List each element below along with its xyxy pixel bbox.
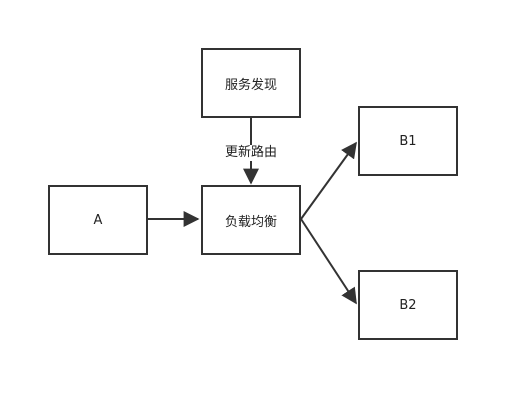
edge-discovery-to-lb-label: 更新路由 (223, 145, 280, 161)
node-backend-b2-label: B2 (399, 297, 417, 313)
node-backend-b2[interactable]: B2 (358, 270, 458, 340)
edge-lb-to-b1 (300, 141, 357, 220)
node-service-discovery-label: 服务发现 (224, 77, 277, 93)
node-client-a-label: A (93, 212, 103, 228)
edge-lb-to-b2 (300, 218, 357, 305)
node-load-balancer[interactable]: 负载均衡 (201, 185, 301, 255)
node-load-balancer-label: 负载均衡 (224, 214, 277, 230)
node-backend-b1[interactable]: B1 (358, 106, 458, 176)
node-backend-b1-label: B1 (399, 133, 417, 149)
node-client-a[interactable]: A (48, 185, 148, 255)
node-service-discovery[interactable]: 服务发现 (201, 48, 301, 118)
